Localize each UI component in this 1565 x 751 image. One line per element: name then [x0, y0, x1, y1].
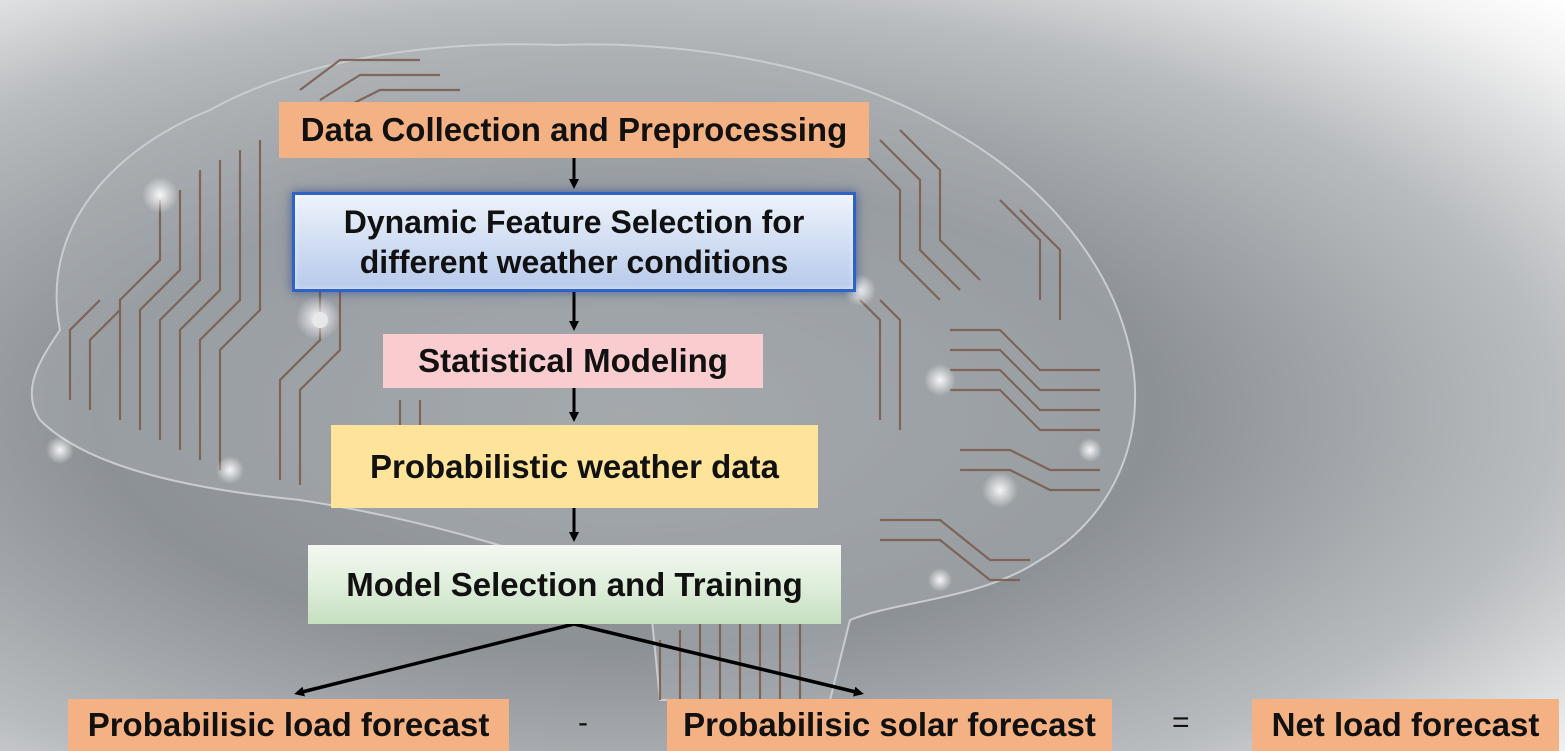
model-selection-box: Model Selection and Training	[308, 545, 841, 624]
net-load-forecast-box: Net load forecast	[1252, 699, 1559, 751]
arrow-model-to-load	[294, 622, 575, 697]
probabilistic-weather-box: Probabilistic weather data	[331, 425, 818, 508]
feature-selection-box: Dynamic Feature Selection for different …	[292, 192, 856, 292]
arrow-model-to-solar	[573, 622, 864, 697]
statistical-modeling-label: Statistical Modeling	[418, 342, 728, 380]
equals-operator: =	[1172, 706, 1190, 739]
load-forecast-box: Probabilisic load forecast	[68, 699, 509, 751]
solar-forecast-label: Probabilisic solar forecast	[683, 706, 1096, 744]
net-load-forecast-label: Net load forecast	[1271, 706, 1540, 744]
data-collection-label: Data Collection and Preprocessing	[300, 111, 848, 149]
feature-selection-label-line1: Dynamic Feature Selection for	[343, 204, 805, 240]
feature-selection-label-line2: different weather conditions	[359, 244, 789, 280]
model-selection-label: Model Selection and Training	[346, 565, 803, 603]
data-collection-box: Data Collection and Preprocessing	[279, 102, 869, 158]
solar-forecast-box: Probabilisic solar forecast	[667, 699, 1112, 751]
probabilistic-weather-label: Probabilistic weather data	[370, 447, 779, 485]
load-forecast-label: Probabilisic load forecast	[87, 706, 490, 744]
minus-operator: -	[578, 706, 588, 739]
statistical-modeling-box: Statistical Modeling	[383, 334, 763, 388]
